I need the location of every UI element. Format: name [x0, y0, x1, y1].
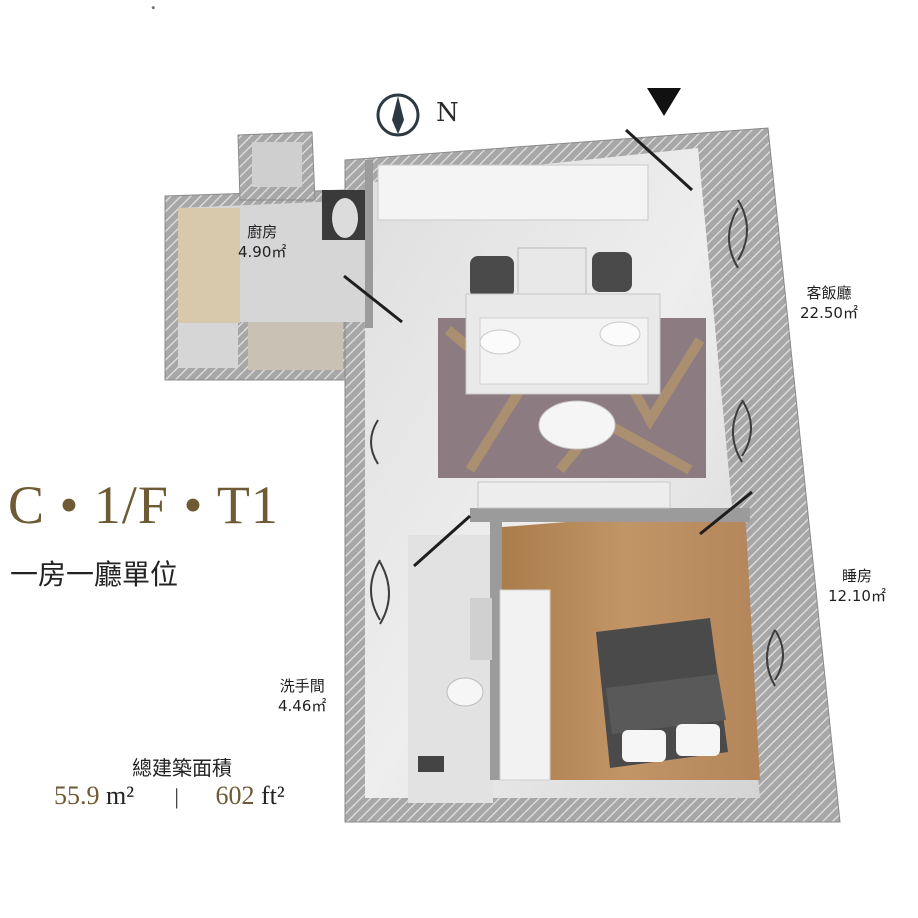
area-sqft-value: 602	[215, 781, 255, 810]
north-label: N	[436, 98, 459, 128]
room-label-kitchen: 廚房 4.90㎡	[238, 222, 286, 262]
cushion	[479, 329, 521, 355]
gross-area-title: 總建築面積	[132, 756, 232, 780]
bedroom-furniture	[499, 589, 728, 781]
room-label-bedroom: 睡房 12.10㎡	[828, 566, 886, 606]
cropped-header-text: .	[150, 0, 157, 15]
unit-code: C • 1/F • T1	[8, 475, 279, 535]
room-area: 22.50㎡	[800, 304, 858, 322]
area-sqft-unit: ft²	[260, 781, 285, 810]
kitchen-counter	[178, 208, 240, 323]
room-area: 4.90㎡	[238, 243, 287, 261]
room-name: 睡房	[841, 567, 872, 585]
compass-icon	[376, 93, 420, 137]
living-furniture	[377, 164, 706, 509]
partitions	[365, 160, 750, 780]
coffee-table	[538, 400, 616, 450]
cushion	[599, 321, 641, 347]
room-name: 洗手間	[279, 677, 325, 695]
dining-chair	[592, 252, 632, 292]
bathroom-fixtures	[418, 598, 492, 772]
pillow	[622, 730, 666, 762]
area-sqm-value: 55.9	[54, 781, 100, 810]
tv-cabinet	[477, 481, 671, 509]
area-sqm-unit: m²	[106, 781, 135, 810]
room-area: 12.10㎡	[828, 587, 886, 605]
dining-table	[517, 247, 587, 297]
windows	[370, 199, 784, 687]
kitchen-cabinet	[252, 142, 302, 187]
room-name: 廚房	[247, 223, 278, 241]
pillow	[676, 724, 720, 756]
room-name: 客飯廳	[806, 284, 852, 302]
room-label-living: 客飯廳 22.50㎡	[800, 283, 858, 323]
area-separator: |	[174, 784, 179, 809]
utility-area	[248, 322, 343, 370]
room-area: 4.46㎡	[278, 697, 327, 715]
door-lines	[343, 128, 753, 568]
unit-type: 一房一廳單位	[10, 558, 179, 591]
drain	[418, 756, 444, 772]
vanity	[470, 598, 492, 660]
wardrobe	[499, 589, 551, 781]
dining-chair	[470, 256, 514, 298]
room-label-bathroom: 洗手間 4.46㎡	[278, 676, 326, 716]
built-in-cabinet	[377, 164, 649, 221]
toilet	[446, 677, 484, 707]
entrance-arrow-icon	[647, 88, 681, 116]
gross-area-values: 55.9 m² | 602 ft²	[54, 781, 285, 811]
